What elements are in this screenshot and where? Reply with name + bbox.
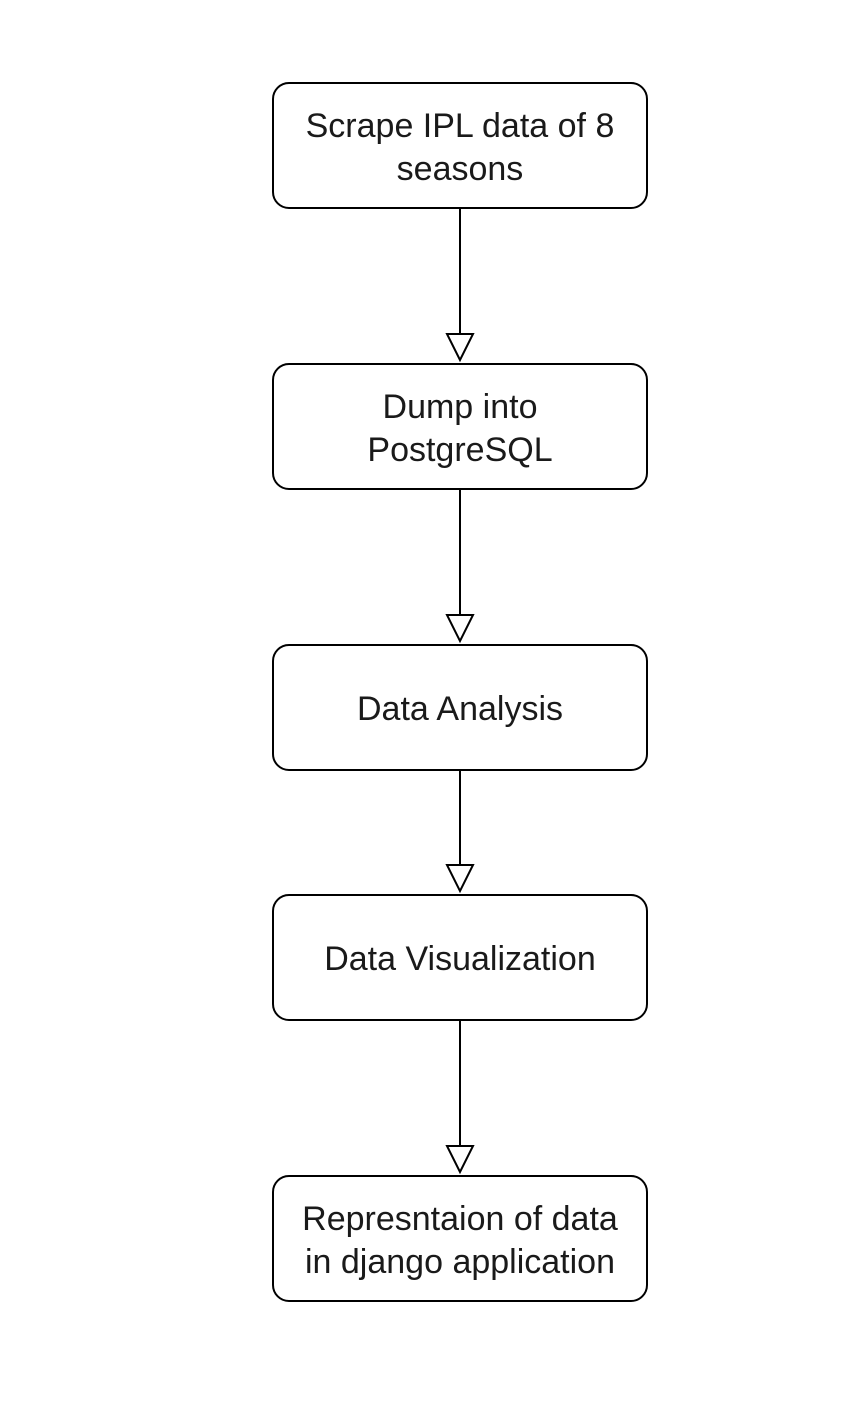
edge-scrape-to-dump bbox=[445, 208, 475, 363]
edge-analysis-to-visualize bbox=[445, 770, 475, 894]
node-label-line: in django application bbox=[305, 1243, 615, 1281]
node-label-line: seasons bbox=[397, 150, 524, 188]
node-label-line: Data Analysis bbox=[357, 690, 563, 728]
node-data-visualization: Data Visualization bbox=[272, 894, 648, 1021]
node-data-analysis: Data Analysis bbox=[272, 644, 648, 771]
arrowhead-icon bbox=[445, 864, 475, 894]
arrowhead-icon bbox=[445, 614, 475, 644]
node-label-line: PostgreSQL bbox=[367, 431, 552, 469]
node-label-line: Data Visualization bbox=[324, 940, 596, 978]
node-label-line: Dump into bbox=[383, 388, 538, 426]
node-scrape-ipl-data: Scrape IPL data of 8 seasons bbox=[272, 82, 648, 209]
arrowhead-icon bbox=[445, 333, 475, 363]
edge-visualize-to-represent bbox=[445, 1020, 475, 1175]
node-representation-in-django: Represntaion of data in django applicati… bbox=[272, 1175, 648, 1302]
arrowhead-icon bbox=[445, 1145, 475, 1175]
node-dump-into-postgresql: Dump into PostgreSQL bbox=[272, 363, 648, 490]
edge-dump-to-analysis bbox=[445, 489, 475, 644]
node-label-line: Represntaion of data bbox=[302, 1200, 618, 1238]
node-label-line: Scrape IPL data of 8 bbox=[306, 107, 615, 145]
